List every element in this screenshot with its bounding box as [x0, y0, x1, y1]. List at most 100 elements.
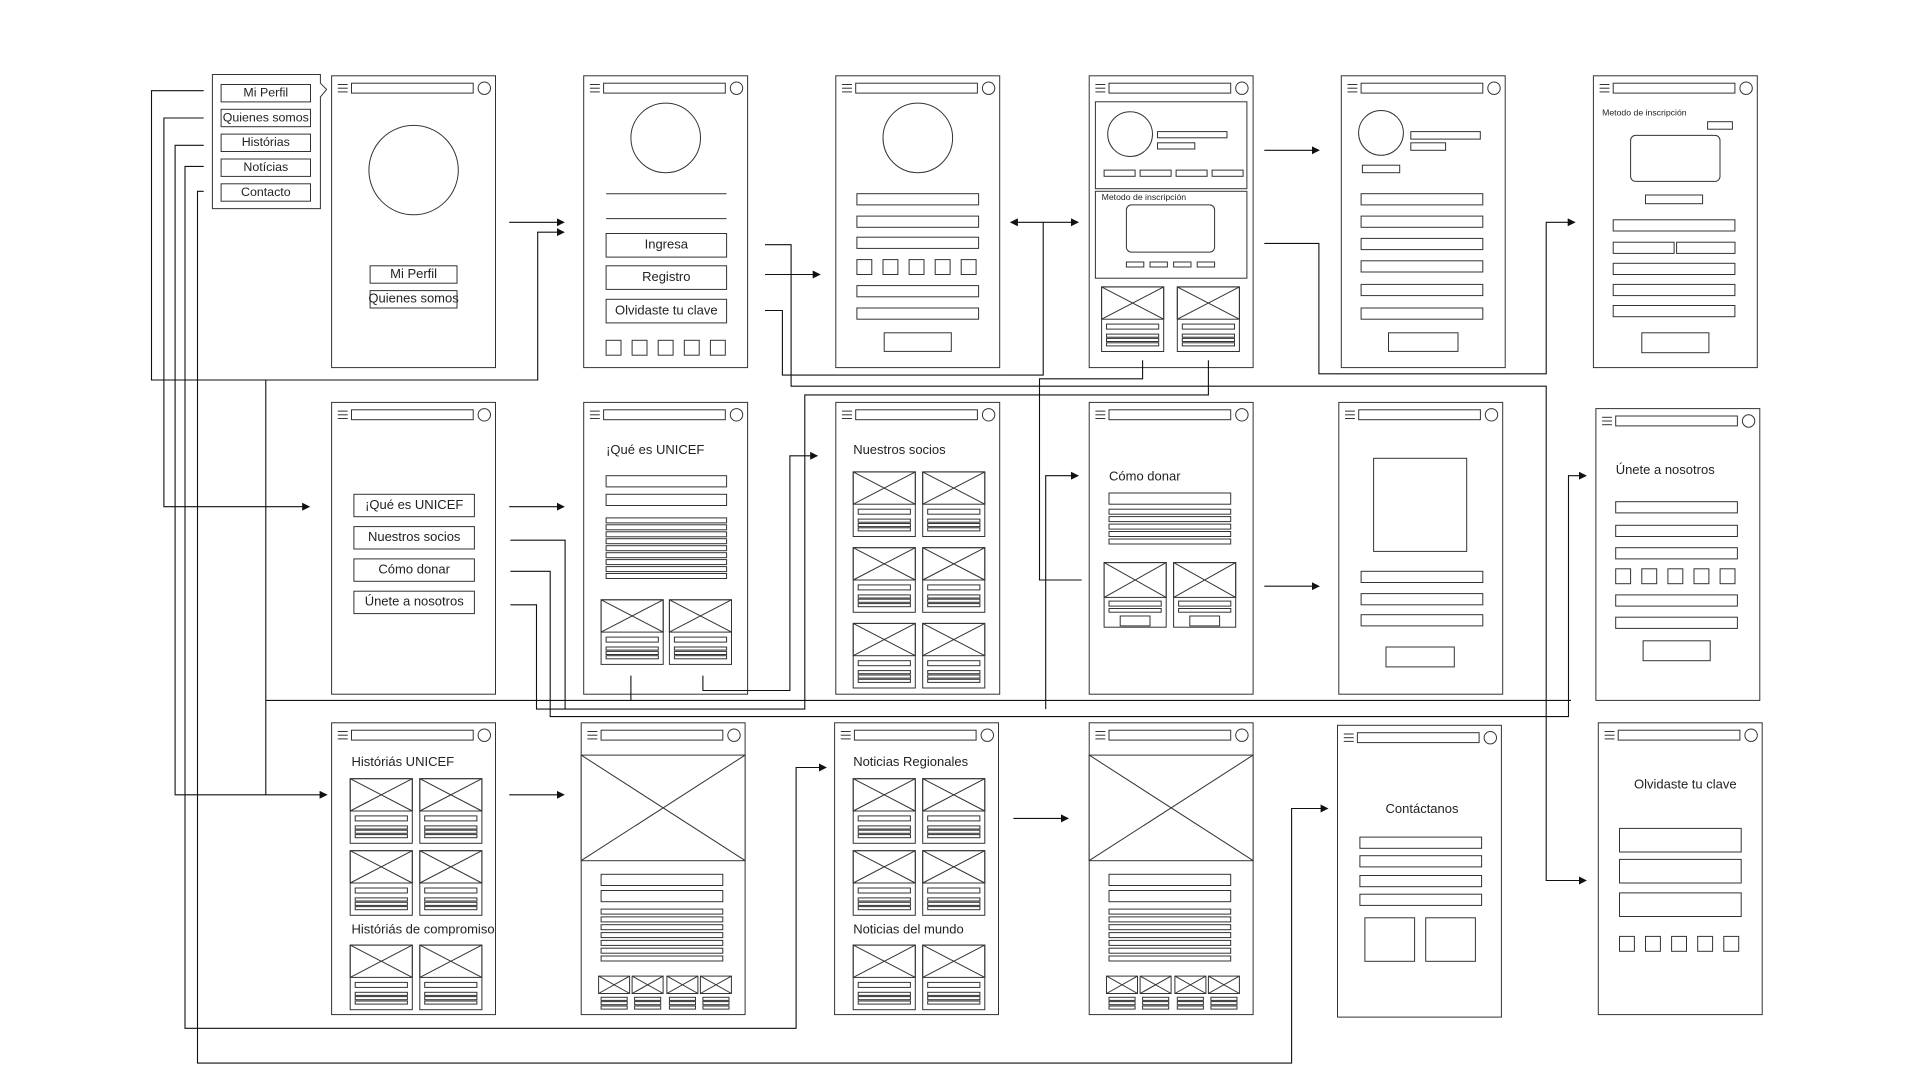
- social-icon: [1619, 935, 1635, 952]
- card-frame: [922, 944, 986, 1011]
- card-text-line: [927, 603, 981, 608]
- address-bar: [853, 729, 977, 741]
- card-text-line: [927, 678, 981, 683]
- card-frame: [852, 622, 916, 689]
- card-text-line: [354, 825, 408, 830]
- screen-inscription-method: Metodo de inscripción: [1592, 75, 1758, 369]
- card-text-line: [927, 901, 981, 906]
- text-line: [1108, 947, 1232, 954]
- address-bar: [1108, 409, 1232, 421]
- social-icon: [908, 259, 925, 276]
- inscription-box: [1630, 134, 1721, 182]
- image-cross: [1101, 286, 1164, 320]
- about-button-2-label: Cómo donar: [378, 561, 450, 576]
- avatar-circle: [1107, 111, 1153, 158]
- card-text-line: [424, 996, 478, 1001]
- image-cross: [922, 944, 986, 978]
- submit-button: [1641, 332, 1710, 354]
- input-field: [856, 285, 980, 298]
- image-cross: [700, 975, 732, 994]
- submit-button: [883, 332, 952, 352]
- card-text-line: [857, 594, 911, 599]
- text-line: [605, 573, 728, 579]
- text-line: [600, 908, 724, 915]
- text-line: [1108, 924, 1232, 931]
- input-field: [1360, 283, 1484, 297]
- input-field: [1359, 875, 1483, 888]
- card-text-line: [927, 674, 981, 679]
- text-line: [1108, 955, 1232, 962]
- image-cross: [852, 547, 916, 581]
- image-cross: [922, 778, 986, 812]
- input-field: [1360, 193, 1484, 206]
- card-text-line: [927, 523, 981, 528]
- card-text-line: [354, 834, 408, 839]
- input-field: [1108, 492, 1232, 505]
- login-button-ingresa-label: Ingresa: [645, 237, 689, 252]
- card-text-line: [927, 670, 981, 675]
- card-text-line: [857, 906, 911, 911]
- screen-contact: Contáctanos: [1337, 724, 1502, 1018]
- dot-bar: [1196, 261, 1216, 268]
- card-text-line: [857, 674, 911, 679]
- card-title-bar: [927, 815, 981, 822]
- card-frame: [600, 599, 664, 665]
- card-frame: [852, 944, 916, 1011]
- text-line: [1108, 908, 1232, 915]
- card-text-line: [857, 825, 911, 830]
- card-title-bar: [1178, 600, 1232, 607]
- card-title-bar: [424, 887, 478, 894]
- input-field-large: [1619, 827, 1742, 853]
- card-text-line: [354, 991, 408, 996]
- social-icon: [1641, 568, 1658, 585]
- menu-item-box: [220, 108, 312, 128]
- card-title-bar: [857, 815, 911, 822]
- screen-forgot-password: Olvidaste tu clave: [1597, 722, 1763, 1016]
- avatar-circle: [882, 102, 954, 174]
- card-frame: [922, 547, 986, 613]
- card-title-bar: [354, 887, 408, 894]
- thumb-text-line: [1176, 1005, 1204, 1010]
- input-field: [1360, 570, 1484, 583]
- image-cross: [1208, 975, 1240, 994]
- social-icon: [934, 259, 951, 276]
- user-icon: [1483, 731, 1498, 745]
- news-subtitle: Noticias del mundo: [853, 922, 964, 937]
- avatar-circle: [1358, 109, 1404, 156]
- thumb-text-line: [702, 1001, 730, 1006]
- avatar-circle: [630, 102, 702, 174]
- donate-title: Cómo donar: [1109, 468, 1181, 483]
- connector-ingresa: [765, 244, 1587, 885]
- text-line: [1108, 538, 1232, 545]
- card-text-line: [354, 1000, 408, 1005]
- card-text-line: [927, 991, 981, 996]
- about-button-1: [353, 526, 475, 550]
- text-line: [605, 524, 728, 531]
- connector-card-join: [510, 360, 1209, 710]
- card-title-bar: [857, 981, 911, 988]
- text-line: [605, 559, 728, 566]
- card-text-line: [1181, 337, 1236, 342]
- about-button-1-label: Nuestros socios: [368, 529, 461, 544]
- image-cross: [1103, 562, 1167, 598]
- card-title-bar: [424, 981, 478, 988]
- thumb-text-line: [1142, 1005, 1170, 1010]
- input-field: [1612, 241, 1675, 254]
- about-button-0-label: ¡Qué es UNICEF: [365, 497, 463, 512]
- name-bar: [1157, 142, 1196, 150]
- card-text-line: [857, 996, 911, 1001]
- card-text-line: [424, 1000, 478, 1005]
- forgot-title: Olvidaste tu clave: [1634, 776, 1737, 791]
- card-text-line: [673, 646, 728, 651]
- card-frame: [852, 547, 916, 613]
- image-cross: [419, 944, 483, 978]
- thumb-text-line: [600, 1005, 628, 1010]
- card-text-line: [1106, 342, 1160, 347]
- image-cross: [349, 778, 413, 812]
- image-cross: [1088, 754, 1254, 862]
- text-line: [605, 552, 728, 559]
- screen-profile: Metodo de inscripción: [1088, 75, 1254, 369]
